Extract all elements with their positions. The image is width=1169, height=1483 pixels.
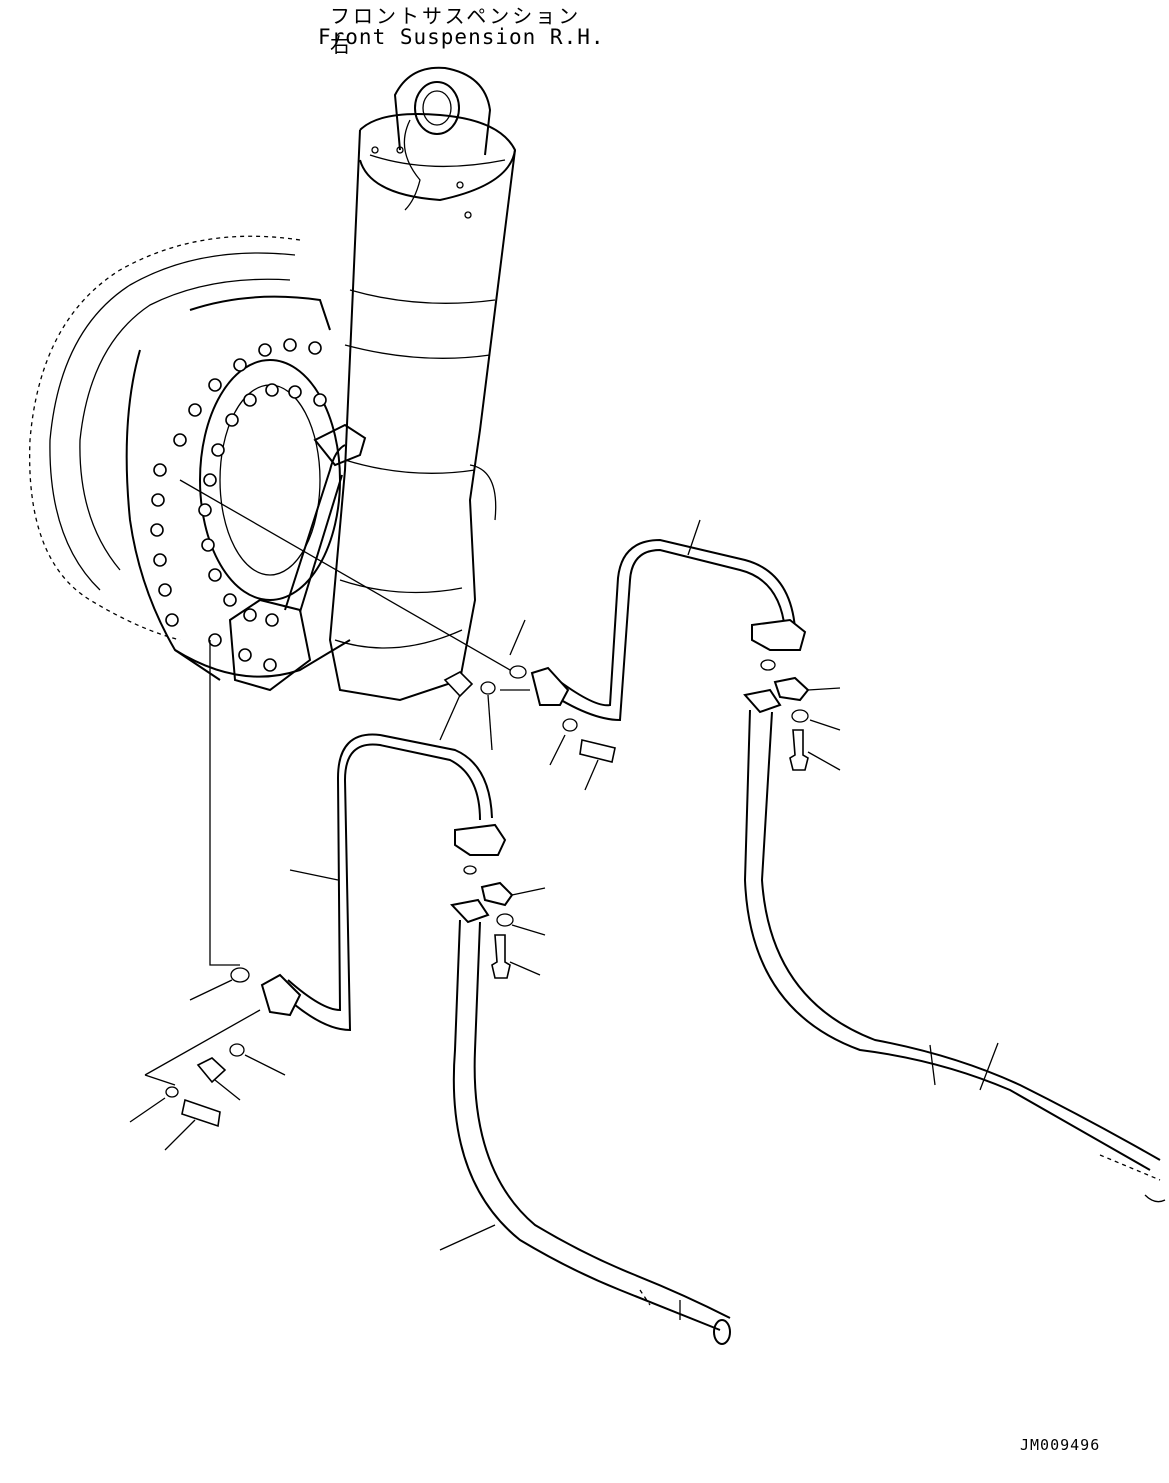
hub-bolts [151, 339, 326, 671]
title-japanese: フロントサスペンション 右 [330, 4, 582, 57]
lower-hose [440, 900, 730, 1344]
title-english: Front Suspension R.H. [318, 25, 605, 49]
lower-pipe-assembly [130, 735, 545, 1150]
suspension-cylinder [330, 68, 515, 700]
drawing-id: JM009496 [1020, 1436, 1101, 1454]
leader-lines [145, 480, 530, 1085]
upper-pipe-assembly [440, 520, 840, 790]
wheel-hub [30, 236, 365, 690]
upper-hose [745, 690, 1165, 1202]
